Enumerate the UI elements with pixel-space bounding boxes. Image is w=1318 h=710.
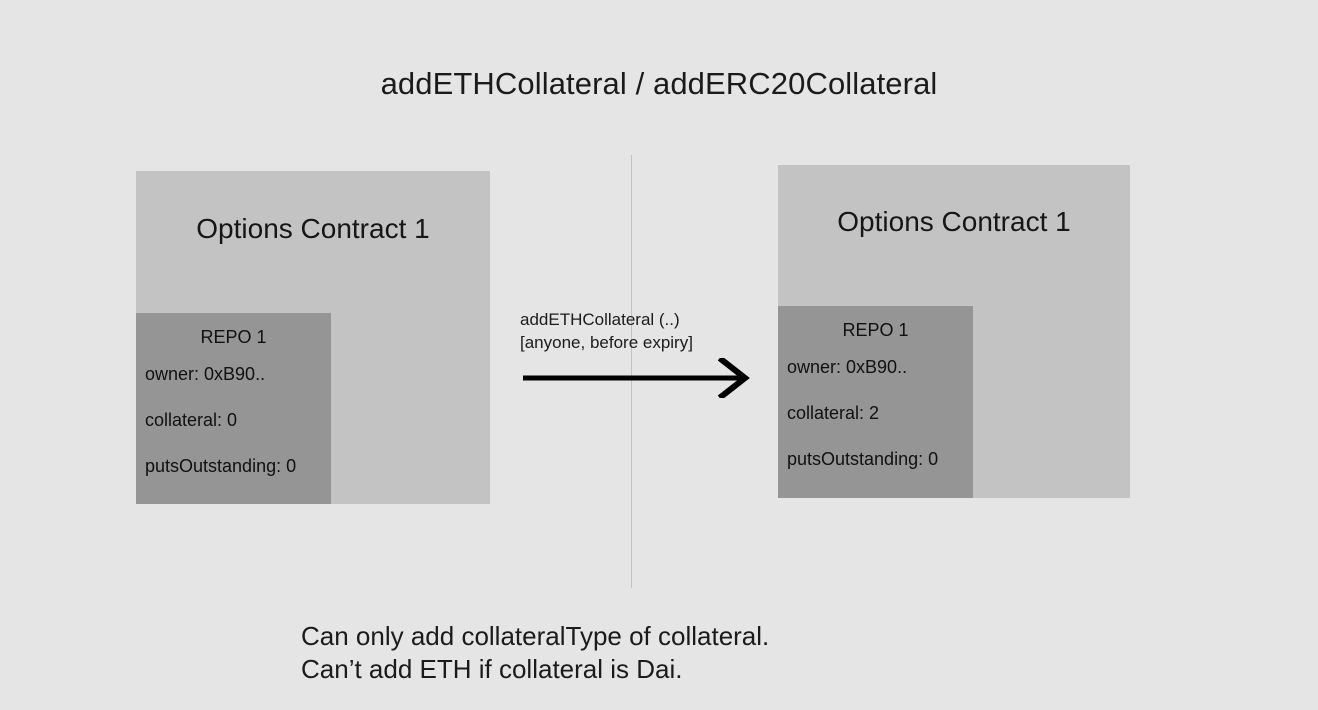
contract-title-before: Options Contract 1 <box>196 213 430 244</box>
transition-conditions-label: [anyone, before expiry] <box>520 333 693 352</box>
options-contract-box-before: Options Contract 1 REPO 1 owner: 0xB90..… <box>136 171 490 504</box>
repo-field-putsoutstanding-after: putsOutstanding: 0 <box>787 449 939 469</box>
repo-title-after: REPO 1 <box>842 320 909 340</box>
repo-title-before: REPO 1 <box>200 327 267 347</box>
page-title: addETHCollateral / addERC20Collateral <box>380 66 938 101</box>
footnote-line-1: Can only add collateralType of collatera… <box>301 621 770 651</box>
transition-label: addETHCollateral (..) [anyone, before ex… <box>520 308 693 354</box>
footnote: Can only add collateralType of collatera… <box>301 620 769 686</box>
repo-field-collateral-after: collateral: 2 <box>787 403 880 423</box>
repo-field-collateral-before: collateral: 0 <box>145 410 238 430</box>
transition-call-label: addETHCollateral (..) <box>520 310 680 329</box>
arrow-right-icon <box>523 358 750 398</box>
repo-field-putsoutstanding-before: putsOutstanding: 0 <box>145 456 297 476</box>
contract-title-after: Options Contract 1 <box>837 206 1071 237</box>
repo-panel-after: REPO 1 owner: 0xB90.. collateral: 2 puts… <box>778 306 973 498</box>
footnote-line-2: Can’t add ETH if collateral is Dai. <box>301 654 683 684</box>
repo-panel-before: REPO 1 owner: 0xB90.. collateral: 0 puts… <box>136 313 331 504</box>
transition-arrow-group: addETHCollateral (..) [anyone, before ex… <box>519 308 754 403</box>
options-contract-box-after: Options Contract 1 REPO 1 owner: 0xB90..… <box>778 165 1130 498</box>
repo-field-owner-after: owner: 0xB90.. <box>787 357 908 377</box>
vertical-divider <box>631 155 632 588</box>
repo-field-owner-before: owner: 0xB90.. <box>145 364 266 384</box>
